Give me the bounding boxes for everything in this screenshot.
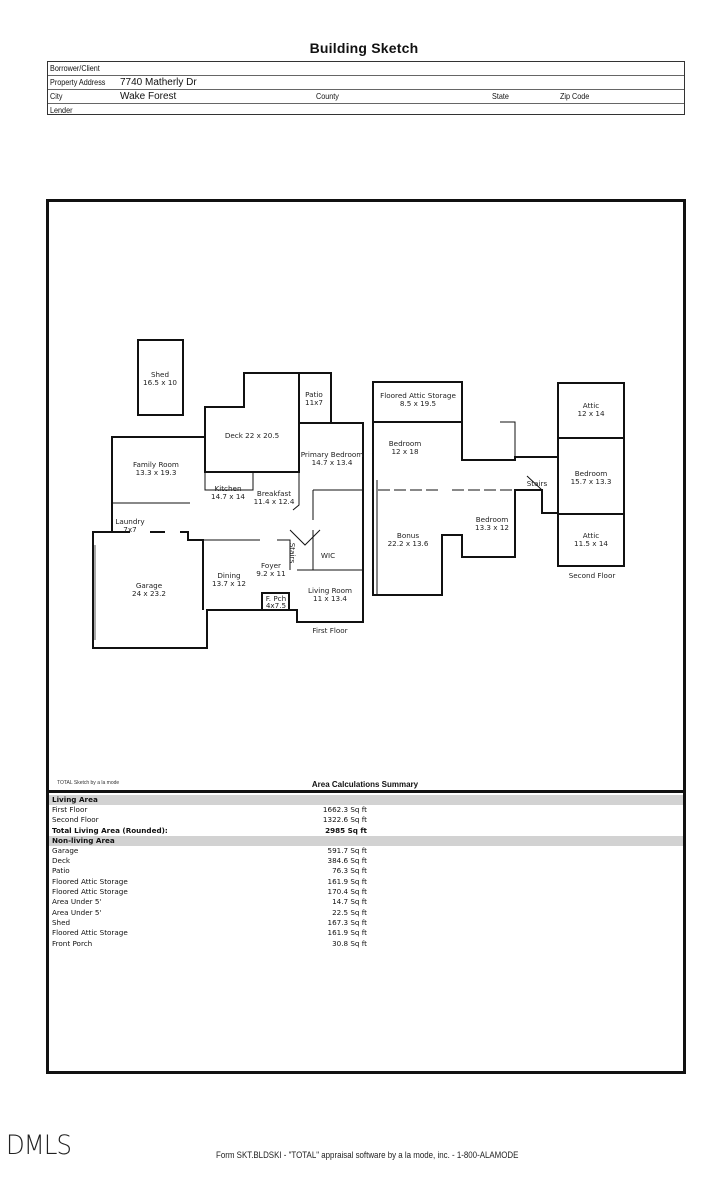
sketch-credit: TOTAL Sketch by a la mode [57, 780, 120, 786]
svg-text:Garage: Garage [136, 581, 163, 590]
svg-text:9.2 x 11: 9.2 x 11 [256, 569, 285, 578]
svg-text:Second Floor: Second Floor [569, 571, 616, 580]
svg-text:Attic: Attic [583, 531, 599, 540]
svg-text:13.3 x 19.3: 13.3 x 19.3 [136, 468, 177, 477]
lender-row: Lender [48, 104, 684, 117]
area-summary-title: Area Calculations Summary [311, 780, 419, 789]
state-label: State [492, 91, 509, 101]
svg-text:16.5 x 10: 16.5 x 10 [143, 378, 177, 387]
svg-text:Bedroom: Bedroom [389, 439, 422, 448]
svg-text:7x7: 7x7 [123, 525, 136, 534]
svg-text:Attic: Attic [583, 401, 599, 410]
svg-text:11.4 x 12.4: 11.4 x 12.4 [254, 497, 295, 506]
svg-text:14.7 x 13.4: 14.7 x 13.4 [312, 458, 353, 467]
floor-plan-sketch: Shed 16.5 x 10 Patio 11x7 Deck 22 x 20.5… [92, 339, 625, 649]
sketch-frame [46, 199, 686, 1074]
svg-text:F. Pch: F. Pch [266, 594, 286, 603]
page-title: Building Sketch [309, 40, 419, 56]
svg-text:Family Room: Family Room [133, 460, 179, 469]
svg-text:WIC: WIC [321, 551, 335, 560]
svg-text:12 x 14: 12 x 14 [577, 409, 605, 418]
front-porch-outline [261, 592, 290, 611]
second-floor-outline [372, 422, 558, 596]
svg-text:14.7 x 14: 14.7 x 14 [211, 492, 245, 501]
svg-text:Patio: Patio [305, 390, 323, 399]
living-area-header: Living Area [49, 795, 683, 805]
section-divider [46, 790, 686, 793]
property-info-table: Borrower/Client Property Address 7740 Ma… [47, 61, 685, 115]
svg-text:11 x 13.4: 11 x 13.4 [313, 594, 347, 603]
svg-text:15.7 x 13.3: 15.7 x 13.3 [571, 477, 612, 486]
borrower-label: Borrower/Client [50, 63, 100, 73]
svg-text:22.2 x 13.6: 22.2 x 13.6 [388, 539, 429, 548]
svg-text:11x7: 11x7 [305, 398, 323, 407]
first-floor-outline [92, 422, 364, 649]
svg-text:Foyer: Foyer [261, 561, 281, 570]
zip-label: Zip Code [560, 91, 590, 101]
svg-text:8.5 x 19.5: 8.5 x 19.5 [400, 399, 436, 408]
svg-text:11.5 x 14: 11.5 x 14 [574, 539, 608, 548]
total-living-row: Total Living Area (Rounded):2985 Sq ft [52, 825, 367, 835]
svg-text:Bonus: Bonus [397, 531, 419, 540]
address-label: Property Address [50, 77, 106, 87]
svg-text:First Floor: First Floor [312, 626, 347, 635]
shed-outline [137, 339, 184, 416]
table-row: Area Under 5'22.5 Sq ft [52, 907, 367, 917]
svg-text:4x7.5: 4x7.5 [266, 601, 286, 610]
svg-text:Laundry: Laundry [115, 517, 145, 526]
dmls-logo: DMLS [6, 1130, 72, 1161]
attic-bottom-outline [557, 513, 625, 567]
svg-text:Stairs: Stairs [288, 543, 297, 564]
svg-text:Breakfast: Breakfast [257, 489, 291, 498]
form-footer: Form SKT.BLDSKI - "TOTAL" appraisal soft… [216, 1150, 519, 1160]
city-label: City [50, 91, 63, 101]
county-label: County [316, 91, 339, 101]
lender-label: Lender [50, 105, 73, 115]
svg-text:Primary Bedroom: Primary Bedroom [301, 450, 364, 459]
svg-text:12 x 18: 12 x 18 [391, 447, 419, 456]
svg-text:13.3 x 12: 13.3 x 12 [475, 523, 509, 532]
borrower-row: Borrower/Client [48, 62, 684, 76]
deck-outline [204, 372, 300, 473]
address-row: Property Address 7740 Matherly Dr [48, 76, 684, 90]
city-value: Wake Forest [120, 91, 177, 102]
svg-text:13.7 x 12: 13.7 x 12 [212, 579, 246, 588]
nonliving-area-header: Non-living Area [49, 835, 683, 846]
svg-text:Living Room: Living Room [308, 586, 352, 595]
address-value: 7740 Matherly Dr [120, 77, 197, 88]
svg-text:Stairs: Stairs [527, 479, 548, 488]
svg-text:Deck 22 x 20.5: Deck 22 x 20.5 [225, 431, 279, 440]
svg-text:Shed: Shed [151, 370, 169, 379]
svg-text:Bedroom: Bedroom [476, 515, 509, 524]
svg-text:Bedroom: Bedroom [575, 469, 608, 478]
svg-text:24 x 23.2: 24 x 23.2 [132, 589, 166, 598]
city-row: City Wake Forest County State Zip Code [48, 90, 684, 104]
svg-text:Kitchen: Kitchen [214, 484, 241, 493]
svg-text:Floored Attic Storage: Floored Attic Storage [380, 391, 456, 400]
table-row: Area Under 5'14.7 Sq ft [52, 897, 367, 907]
svg-text:Dining: Dining [217, 571, 240, 580]
